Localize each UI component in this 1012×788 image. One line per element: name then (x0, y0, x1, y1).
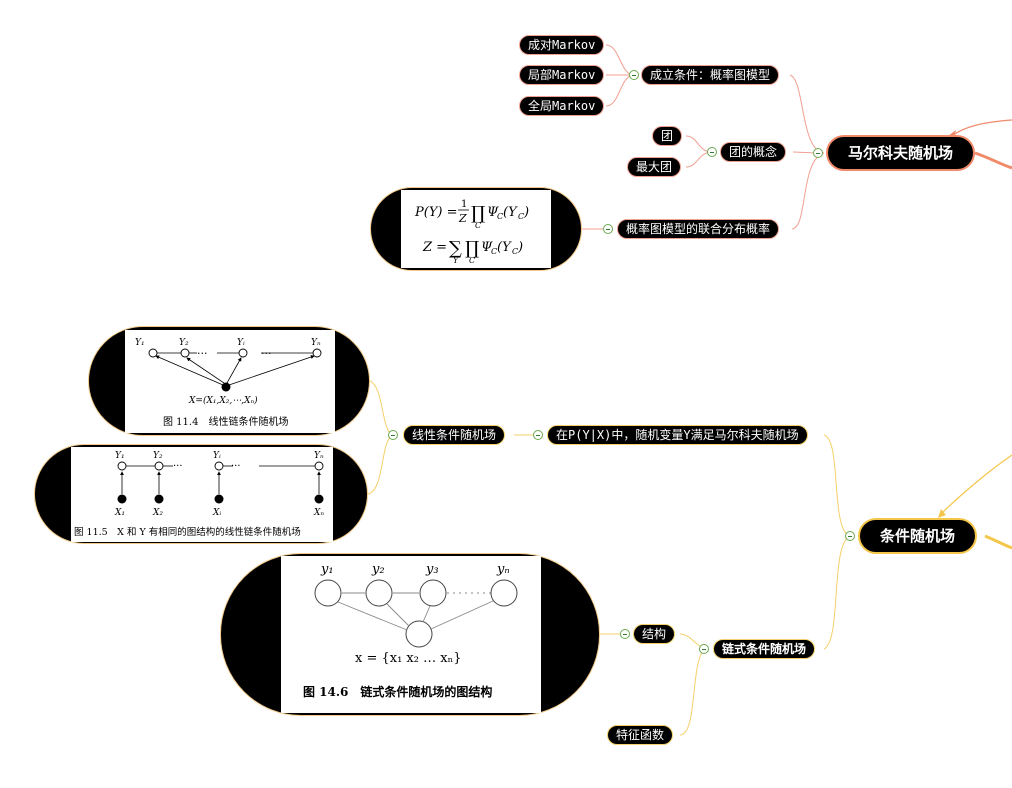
svg-text:C: C (475, 221, 481, 230)
fig-11-5-image: ··· ··· Y₁ Y₂ Yᵢ Yₙ X₁ X₂ Xᵢ Xₙ 图 11.5 X… (34, 444, 368, 544)
structure-collapse-toggle[interactable] (620, 629, 630, 639)
condition-collapse-toggle[interactable] (629, 70, 639, 80)
fig-11-4-graphic: ··· ··· Y₁ Y₂ Yᵢ Yₙ X=(X₁,X₂,⋯,Xₙ) 图 11.… (135, 338, 322, 428)
fig146-y3: y₃ (425, 562, 439, 577)
svg-text:(Y: (Y (503, 205, 518, 220)
linear-collapse-toggle[interactable] (388, 430, 398, 440)
chain-crf-node[interactable]: 链式条件随机场 (713, 639, 816, 659)
fig146-x-label: x = {x₁ x₂ … xₙ} (355, 651, 461, 666)
fig115-xi: Xᵢ (212, 508, 221, 518)
joint-collapse-toggle[interactable] (603, 224, 613, 234)
fig114-y2: Y₂ (179, 338, 189, 348)
definition-collapse-toggle[interactable] (533, 430, 543, 440)
crf-collapse-toggle[interactable] (845, 531, 855, 541)
svg-text:Z: Z (458, 212, 467, 225)
fig115-xn: Xₙ (313, 508, 324, 518)
svg-text:···: ··· (173, 461, 183, 472)
svg-text:): ) (523, 205, 529, 220)
formula-1-text: P(Y) = 1/Z ∏_C Ψ_C(Y_C) (551, 190, 552, 191)
svg-text:C: C (469, 256, 475, 265)
svg-text:): ) (517, 240, 523, 255)
fig114-caption: 图 11.4 线性链条件随机场 (163, 415, 288, 428)
mrf-topic[interactable]: 马尔科夫随机场 (826, 135, 976, 171)
fig114-yn: Yₙ (311, 338, 321, 348)
fig115-y2: Y₂ (153, 451, 163, 461)
fig146-yn: yₙ (496, 562, 510, 577)
fig115-y1: Y₁ (115, 451, 125, 461)
crf-topic[interactable]: 条件随机场 (858, 518, 978, 554)
mrf-condition-node[interactable]: 成立条件：概率图模型 (641, 65, 780, 85)
svg-text:C: C (518, 212, 524, 221)
svg-text:1: 1 (461, 199, 467, 210)
clique-node[interactable]: 团 (652, 126, 683, 146)
pairwise-markov-node[interactable]: 成对Markov (519, 35, 605, 55)
fig115-yn: Yₙ (314, 451, 324, 461)
svg-text:···: ··· (197, 347, 208, 360)
svg-text:Ψ: Ψ (481, 240, 493, 255)
svg-text:···: ··· (231, 461, 241, 472)
global-markov-node[interactable]: 全局Markov (519, 96, 605, 116)
svg-text:···: ··· (261, 347, 272, 360)
svg-text:P(Y) =: P(Y) = (414, 205, 458, 220)
fig146-y2: y₂ (371, 562, 385, 577)
joint-distribution-node[interactable]: 概率图模型的联合分布概率 (617, 219, 780, 239)
fig146-y1: y₁ (320, 562, 334, 577)
formula-graphic: P(Y) = 1 Z ∏ C Ψ C (Y C ) Z = ∑ Y ∏ C Ψ … (414, 199, 529, 265)
svg-text:Y: Y (453, 256, 459, 265)
svg-text:Z =: Z = (422, 240, 447, 255)
svg-text:C: C (491, 247, 497, 256)
fig114-x-label: X=(X₁,X₂,⋯,Xₙ) (188, 395, 258, 406)
fig114-yi: Yᵢ (237, 338, 245, 348)
fig-14-6-image: y₁ y₂ y₃ yₙ x = {x₁ x₂ … xₙ} 图 14.6 链式条件… (220, 553, 600, 716)
crf-definition-node[interactable]: 在P(Y|X)中，随机变量Y满足马尔科夫随机场 (547, 425, 808, 445)
fig115-x1: X₁ (114, 508, 125, 518)
fig115-yi: Yᵢ (213, 451, 221, 461)
svg-text:C: C (512, 247, 518, 256)
svg-text:∏: ∏ (471, 203, 485, 224)
linear-crf-node[interactable]: 线性条件随机场 (403, 425, 506, 445)
svg-text:Ψ: Ψ (487, 205, 499, 220)
formula-2-text: Z = ∑_Y ∏_C Ψ_C(Y_C) (551, 190, 552, 191)
fig115-x2: X₂ (152, 508, 163, 518)
structure-node[interactable]: 结构 (633, 624, 676, 644)
svg-text:C: C (497, 212, 503, 221)
svg-text:∏: ∏ (465, 238, 479, 259)
fig114-y1: Y₁ (135, 338, 145, 348)
clique-collapse-toggle[interactable] (707, 147, 717, 157)
fig-14-6-graphic: y₁ y₂ y₃ yₙ x = {x₁ x₂ … xₙ} 图 14.6 链式条件… (303, 562, 518, 699)
mrf-formula-image: P(Y) = 1 Z ∏ C Ψ C (Y C ) Z = ∑ Y ∏ C Ψ … (370, 187, 582, 271)
local-markov-node[interactable]: 局部Markov (519, 65, 605, 85)
fig146-caption: 图 14.6 链式条件随机场的图结构 (303, 684, 492, 699)
feature-function-node[interactable]: 特征函数 (607, 725, 674, 745)
clique-concept-node[interactable]: 团的概念 (720, 142, 787, 162)
svg-text:∑: ∑ (449, 238, 462, 259)
svg-text:(Y: (Y (497, 240, 512, 255)
max-clique-node[interactable]: 最大团 (627, 157, 682, 177)
fig115-caption: 图 11.5 X 和 Y 有相同的图结构的线性链条件随机场 (74, 526, 301, 538)
fig-11-4-image: ··· ··· Y₁ Y₂ Yᵢ Yₙ X=(X₁,X₂,⋯,Xₙ) 图 11.… (88, 326, 370, 436)
chain-collapse-toggle[interactable] (699, 644, 709, 654)
mrf-collapse-toggle[interactable] (813, 148, 823, 158)
fig-11-5-graphic: ··· ··· Y₁ Y₂ Yᵢ Yₙ X₁ X₂ Xᵢ Xₙ 图 11.5 X… (74, 451, 324, 538)
